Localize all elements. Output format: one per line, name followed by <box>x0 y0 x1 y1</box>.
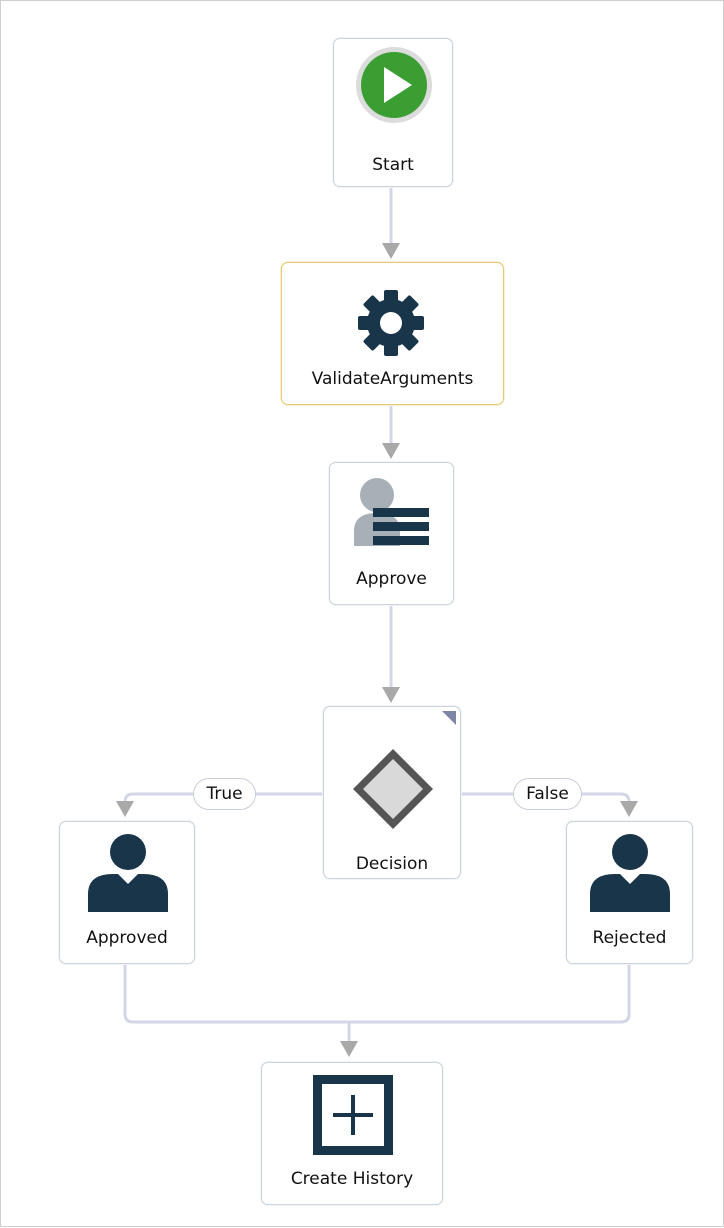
rejected-node[interactable]: Rejected <box>566 821 693 964</box>
approved-node[interactable]: Approved <box>59 821 195 964</box>
arrow-to-approved <box>116 801 134 817</box>
decision-node[interactable]: Decision <box>323 706 461 879</box>
create-history-node[interactable]: Create History <box>261 1062 443 1205</box>
user-task-icon <box>354 478 429 546</box>
approve-label: Approve <box>356 569 427 589</box>
validate-arguments-label: ValidateArguments <box>311 369 474 389</box>
corner-marker-icon <box>442 711 456 725</box>
gear-icon <box>358 290 424 356</box>
rejected-label: Rejected <box>592 928 667 948</box>
user-icon <box>88 834 168 912</box>
decision-label: Decision <box>355 854 429 874</box>
true-branch-label: True <box>193 778 256 810</box>
approve-node[interactable]: Approve <box>329 462 454 605</box>
validate-arguments-node[interactable]: ValidateArguments <box>281 262 504 405</box>
arrow-to-decision <box>382 687 400 703</box>
arrow-to-rejected <box>620 801 638 817</box>
arrow-to-create-history <box>340 1041 358 1057</box>
start-node[interactable]: Start <box>333 38 453 187</box>
arrow-to-approve <box>382 443 400 459</box>
play-icon <box>356 47 432 123</box>
arrow-to-validate <box>382 243 400 259</box>
expand-plus-icon <box>313 1075 393 1155</box>
false-branch-label: False <box>513 778 582 810</box>
decision-diamond-icon <box>353 749 433 829</box>
approved-label: Approved <box>86 928 168 948</box>
user-icon <box>590 834 670 912</box>
connector-approved-merge <box>123 909 631 1024</box>
create-history-label: Create History <box>290 1169 414 1189</box>
start-label: Start <box>372 155 414 175</box>
